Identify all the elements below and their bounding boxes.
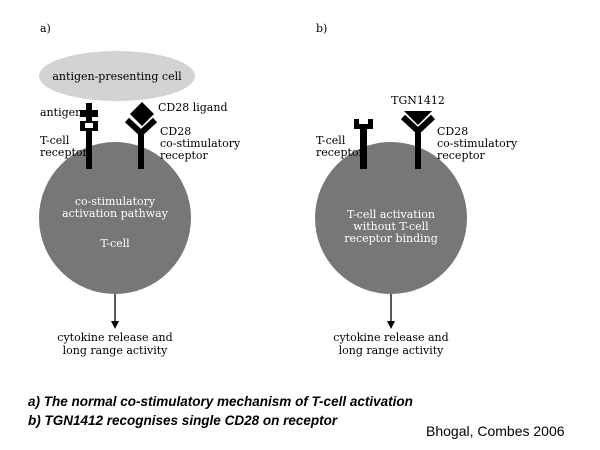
- cd28-label-b-line2: co-stimulatory: [437, 137, 518, 150]
- tcr-label-a-line2: receptor: [40, 146, 89, 159]
- output-a-line1: cytokine release and: [57, 331, 172, 344]
- cell-text-b-line2: without T-cell: [353, 220, 429, 233]
- cd28-receptor-b: [400, 114, 436, 169]
- t-cell-receptor-b: [354, 119, 373, 169]
- t-cell-b: [315, 142, 467, 294]
- cell-text-b-line3: receptor binding: [344, 232, 438, 245]
- tgn1412-label: TGN1412: [391, 94, 445, 107]
- apc-label: antigen-presenting cell: [52, 70, 182, 83]
- cd28-label-a-line3: receptor: [160, 149, 209, 162]
- tgn1412-shape: [404, 111, 432, 125]
- panel-b: b) TGN1412 T-cell receptor CD28 co-stimu…: [315, 22, 518, 357]
- cell-text-b-line1: T-cell activation: [347, 208, 435, 221]
- panel-b-letter: b): [316, 22, 327, 35]
- cd28-label-a-line2: co-stimulatory: [160, 137, 241, 150]
- cd28-receptor-a: [124, 117, 158, 169]
- cd28-label-a-line1: CD28: [160, 125, 191, 138]
- tcr-label-b-line2: receptor: [316, 146, 365, 159]
- antigen-shape: [80, 103, 98, 122]
- cd28-ligand-label: CD28 ligand: [158, 101, 228, 114]
- tcr-label-b-line1: T-cell: [316, 134, 346, 147]
- output-b-line2: long range activity: [339, 344, 445, 357]
- panel-a: a) antigen-presenting cell antigen T-cel…: [39, 22, 241, 357]
- cell-text-a-line1: co-stimulatory: [75, 195, 156, 208]
- tcr-label-a-line1: T-cell: [40, 134, 70, 147]
- credit-text: Bhogal, Combes 2006: [426, 423, 565, 439]
- cd28-ligand-shape: [130, 102, 154, 126]
- antigen-presenting-cell: [39, 51, 195, 101]
- output-b-line1: cytokine release and: [333, 331, 448, 344]
- cd28-label-b-line1: CD28: [437, 125, 468, 138]
- caption-b: b) TGN1412 recognises single CD28 on rec…: [28, 413, 338, 428]
- cell-text-a-line2: activation pathway: [62, 207, 169, 220]
- t-cell-a: [39, 142, 191, 294]
- figure-captions: a) The normal co-stimulatory mechanism o…: [28, 392, 413, 430]
- output-a-line2: long range activity: [63, 344, 169, 357]
- t-cell-receptor-a: [80, 121, 98, 169]
- caption-a: a) The normal co-stimulatory mechanism o…: [28, 394, 413, 409]
- antigen-label: antigen: [40, 106, 82, 119]
- panel-a-letter: a): [40, 22, 51, 35]
- t-cell-label: T-cell: [100, 237, 130, 250]
- cd28-label-b-line3: receptor: [437, 149, 486, 162]
